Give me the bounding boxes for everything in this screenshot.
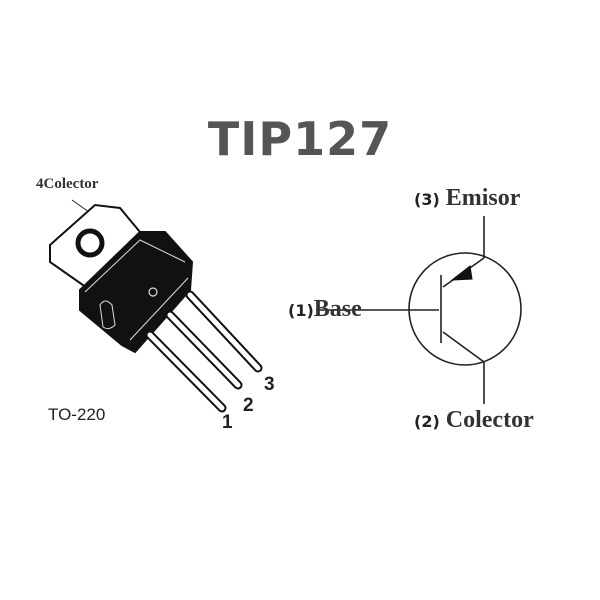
tab-pin-number: 4 (36, 176, 44, 192)
tab-pin-name: Colector (43, 176, 99, 192)
pnp-transistor-symbol-icon (316, 216, 522, 404)
to220-package-icon (49, 199, 263, 413)
collector-pin-name: Colector (445, 407, 534, 433)
collector-pin-number: (2) (414, 412, 440, 431)
tab-collector-label: 4Colector (36, 176, 98, 193)
part-number-title: TIP127 (207, 112, 393, 166)
pin-number-1: 1 (222, 412, 233, 433)
collector-label: (2) Colector (414, 407, 534, 434)
pin-number-3: 3 (264, 374, 275, 395)
emitter-pin-number: (3) (414, 190, 440, 209)
base-pin-name: Base (313, 296, 362, 322)
pin-number-2: 2 (243, 395, 254, 416)
emitter-pin-name: Emisor (445, 185, 521, 211)
base-label: (1)Base (288, 296, 362, 323)
package-name: TO-220 (48, 405, 106, 424)
base-pin-number: (1) (288, 301, 314, 320)
emitter-label: (3) Emisor (414, 185, 520, 212)
